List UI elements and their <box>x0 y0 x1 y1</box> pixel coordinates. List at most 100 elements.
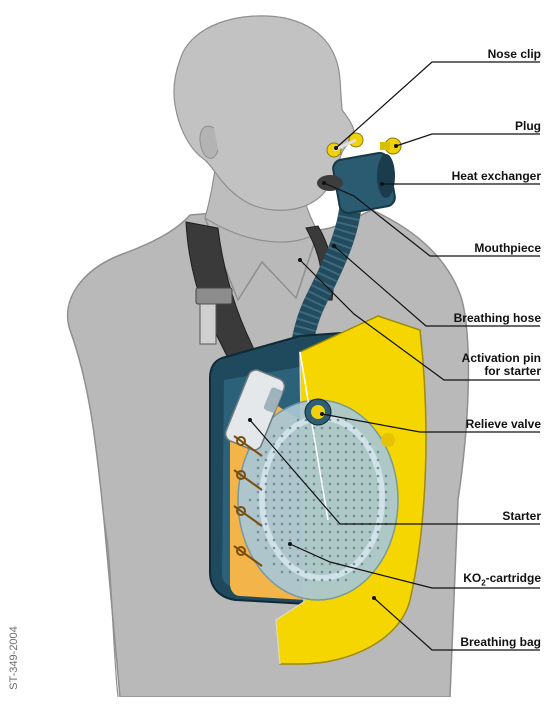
perforation-dot <box>329 507 332 510</box>
perforation-dot <box>361 515 364 518</box>
perforation-dot <box>337 435 340 438</box>
perforation-dot <box>361 475 364 478</box>
perforation-dot <box>305 459 308 462</box>
perforation-dot <box>297 419 300 422</box>
perforation-dot <box>385 507 388 510</box>
perforation-dot <box>297 435 300 438</box>
perforation-dot <box>305 507 308 510</box>
perforation-dot <box>329 523 332 526</box>
perforation-dot <box>297 579 300 582</box>
perforation-dot <box>265 483 268 486</box>
perforation-dot <box>273 443 276 446</box>
perforation-dot <box>297 467 300 470</box>
perforation-dot <box>273 563 276 566</box>
perforation-dot <box>257 499 260 502</box>
perforation-dot <box>321 467 324 470</box>
perforation-dot <box>305 571 308 574</box>
perforation-dot <box>361 507 364 510</box>
perforation-dot <box>273 499 276 502</box>
perforation-dot <box>289 435 292 438</box>
perforation-dot <box>289 563 292 566</box>
perforation-dot <box>289 539 292 542</box>
perforation-dot <box>361 491 364 494</box>
perforation-dot <box>257 539 260 542</box>
perforation-dot <box>289 475 292 478</box>
perforation-dot <box>353 531 356 534</box>
perforation-dot <box>377 451 380 454</box>
label-activation-pin: Activation pin for starter <box>462 352 541 378</box>
perforation-dot <box>345 491 348 494</box>
perforation-dot <box>305 467 308 470</box>
perforation-dot <box>377 539 380 542</box>
perforation-dot <box>353 555 356 558</box>
perforation-dot <box>369 547 372 550</box>
perforation-dot <box>329 467 332 470</box>
perforation-dot <box>257 483 260 486</box>
label-breathing-bag: Breathing bag <box>460 636 541 649</box>
perforation-dot <box>273 451 276 454</box>
perforation-dot <box>289 571 292 574</box>
perforation-dot <box>313 531 316 534</box>
perforation-dot <box>369 531 372 534</box>
perforation-dot <box>353 547 356 550</box>
perforation-dot <box>313 467 316 470</box>
perforation-dot <box>345 579 348 582</box>
label-ko2-prefix: KO <box>463 571 481 585</box>
perforation-dot <box>281 451 284 454</box>
perforation-dot <box>265 475 268 478</box>
perforation-dot <box>321 571 324 574</box>
perforation-dot <box>329 515 332 518</box>
strap-buckle <box>196 288 232 304</box>
perforation-dot <box>281 435 284 438</box>
perforation-dot <box>313 483 316 486</box>
perforation-dot <box>345 531 348 534</box>
perforation-dot <box>305 443 308 446</box>
perforation-dot <box>361 555 364 558</box>
perforation-dot <box>257 507 260 510</box>
perforation-dot <box>257 491 260 494</box>
perforation-dot <box>273 523 276 526</box>
perforation-dot <box>377 531 380 534</box>
perforation-dot <box>289 531 292 534</box>
perforation-dot <box>289 451 292 454</box>
perforation-dot <box>353 507 356 510</box>
perforation-dot <box>305 515 308 518</box>
perforation-dot <box>353 539 356 542</box>
perforation-dot <box>345 459 348 462</box>
perforation-dot <box>329 451 332 454</box>
perforation-dot <box>369 483 372 486</box>
perforation-dot <box>281 571 284 574</box>
perforation-dot <box>369 491 372 494</box>
perforation-dot <box>337 571 340 574</box>
perforation-dot <box>329 539 332 542</box>
perforation-dot <box>273 467 276 470</box>
perforation-dot <box>297 459 300 462</box>
perforation-dot <box>369 539 372 542</box>
perforation-dot <box>297 427 300 430</box>
perforation-dot <box>385 491 388 494</box>
perforation-dot <box>321 563 324 566</box>
perforation-dot <box>337 507 340 510</box>
perforation-dot <box>345 571 348 574</box>
perforation-dot <box>337 459 340 462</box>
perforation-dot <box>337 579 340 582</box>
perforation-dot <box>281 491 284 494</box>
perforation-dot <box>353 483 356 486</box>
perforation-dot <box>361 531 364 534</box>
label-breathing-hose: Breathing hose <box>454 312 541 325</box>
perforation-dot <box>361 443 364 446</box>
perforation-dot <box>321 507 324 510</box>
perforation-dot <box>369 499 372 502</box>
perforation-dot <box>353 515 356 518</box>
perforation-dot <box>337 531 340 534</box>
perforation-dot <box>305 499 308 502</box>
perforation-dot <box>297 507 300 510</box>
perforation-dot <box>313 475 316 478</box>
perforation-dot <box>289 427 292 430</box>
perforation-dot <box>313 579 316 582</box>
perforation-dot <box>297 483 300 486</box>
perforation-dot <box>265 531 268 534</box>
perforation-dot <box>257 475 260 478</box>
perforation-dot <box>377 507 380 510</box>
perforation-dot <box>313 459 316 462</box>
